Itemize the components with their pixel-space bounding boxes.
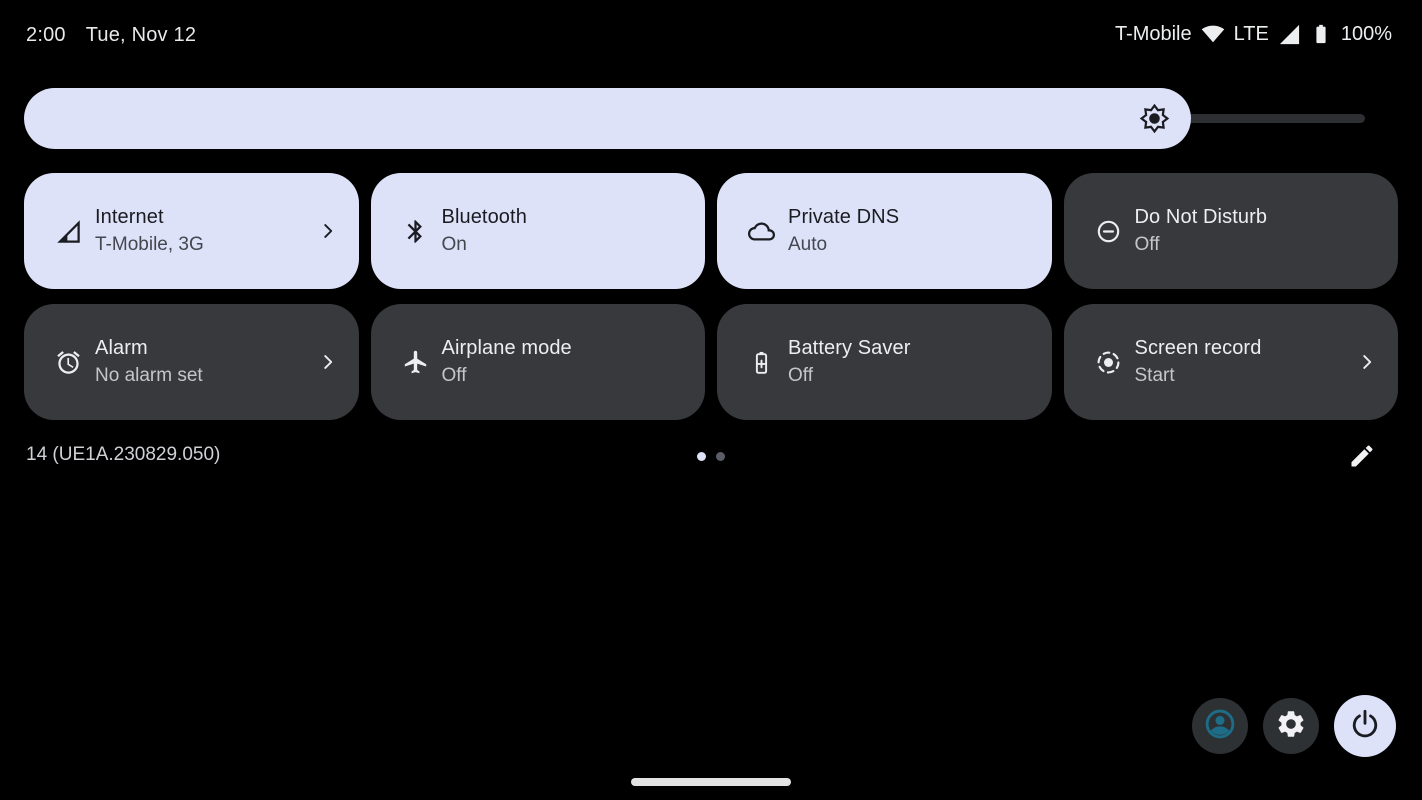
tile-airplane-mode[interactable]: Airplane mode Off — [370, 304, 705, 420]
page-indicator — [697, 452, 725, 461]
cellular-signal-icon — [1278, 23, 1301, 46]
chevron-right-icon — [1356, 351, 1378, 373]
gear-icon — [1275, 708, 1307, 745]
cloud-icon — [748, 218, 775, 245]
avatar-icon — [1202, 706, 1238, 747]
tile-label: Airplane mode — [441, 337, 572, 359]
brightness-icon — [1139, 103, 1170, 134]
bluetooth-icon — [402, 218, 429, 245]
tile-alarm[interactable]: Alarm No alarm set — [24, 304, 359, 420]
quick-settings-tiles: Internet T-Mobile, 3G Bluetooth On Priva… — [24, 173, 1398, 420]
tile-status: Start — [1134, 365, 1175, 386]
wifi-icon — [1201, 22, 1225, 46]
brightness-slider-fill[interactable] — [24, 88, 1191, 149]
page-dot-0[interactable] — [697, 452, 706, 461]
alarm-clock-icon — [55, 349, 82, 376]
network-type-label: LTE — [1233, 22, 1269, 45]
tile-private-dns[interactable]: Private DNS Auto — [717, 173, 1052, 289]
tile-label: Alarm — [95, 337, 148, 359]
tile-label: Internet — [95, 206, 164, 228]
tile-label: Screen record — [1134, 337, 1262, 359]
status-bar: 2:00 Tue, Nov 12 T-Mobile LTE 100% — [0, 0, 1422, 60]
tile-status: Off — [441, 365, 467, 386]
user-avatar-button[interactable] — [1192, 698, 1248, 754]
tile-battery-saver[interactable]: Battery Saver Off — [717, 304, 1052, 420]
chevron-right-icon — [317, 351, 339, 373]
tile-status: Auto — [788, 234, 828, 255]
build-number: 14 (UE1A.230829.050) — [26, 444, 221, 465]
tile-label: Do Not Disturb — [1134, 206, 1268, 228]
power-button[interactable] — [1334, 695, 1396, 757]
footer-row: 14 (UE1A.230829.050) — [0, 440, 1422, 474]
tile-status: T-Mobile, 3G — [95, 234, 204, 255]
tile-bluetooth[interactable]: Bluetooth On — [370, 173, 705, 289]
tile-status: On — [441, 234, 467, 255]
home-handle-bar[interactable] — [631, 778, 791, 786]
battery-saver-icon — [748, 349, 775, 376]
tile-status: No alarm set — [95, 365, 203, 386]
page-dot-1[interactable] — [716, 452, 725, 461]
tile-status: Off — [788, 365, 813, 386]
battery-percent-label: 100% — [1340, 22, 1392, 45]
date: Tue, Nov 12 — [85, 24, 197, 46]
tile-do-not-disturb[interactable]: Do Not Disturb Off — [1063, 173, 1398, 289]
tile-label: Battery Saver — [788, 337, 911, 359]
quick-buttons — [1192, 695, 1396, 757]
airplane-icon — [402, 349, 429, 376]
screen-record-icon — [1095, 349, 1122, 376]
tile-internet[interactable]: Internet T-Mobile, 3G — [24, 173, 359, 289]
chevron-right-icon — [317, 220, 339, 242]
tile-label: Private DNS — [788, 206, 900, 228]
power-icon — [1348, 707, 1382, 746]
tile-label: Bluetooth — [441, 206, 527, 228]
do-not-disturb-icon — [1095, 218, 1122, 245]
tile-screen-record[interactable]: Screen record Start — [1063, 304, 1398, 420]
settings-button[interactable] — [1263, 698, 1319, 754]
clock: 2:00 — [26, 24, 66, 46]
network-cell-icon — [55, 218, 82, 245]
tile-status: Off — [1134, 234, 1160, 255]
carrier-label: T-Mobile — [1114, 22, 1192, 45]
brightness-slider[interactable] — [24, 88, 1365, 149]
battery-icon — [1310, 22, 1332, 46]
pencil-icon[interactable] — [1348, 442, 1376, 470]
